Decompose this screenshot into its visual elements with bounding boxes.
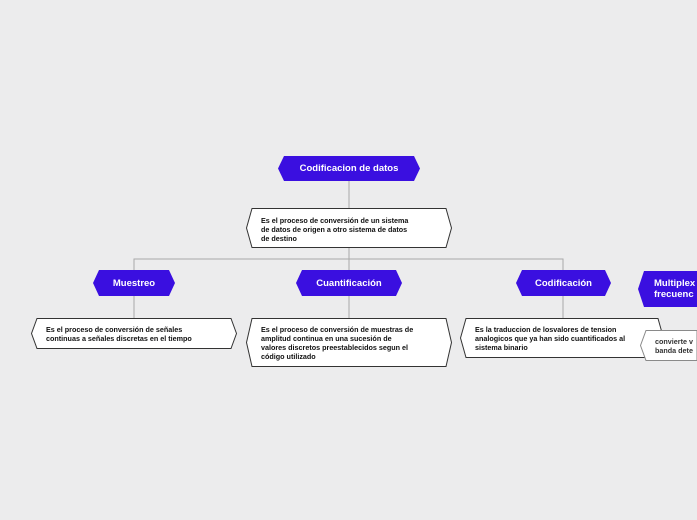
topic-cuantificacion-label: Cuantificación (316, 277, 382, 289)
muestreo-description-shape (30, 318, 238, 349)
topic-muestreo-shape (93, 270, 175, 296)
topic-multiplexacion-shape (638, 271, 697, 307)
topic-muestreo-label: Muestreo (112, 277, 156, 289)
topic-multiplexacion-label: Multiplex frecuenc (654, 278, 696, 300)
root-description-text: Es el proceso de conversión de un sistem… (261, 216, 409, 243)
root-topic-label: Codificacion de datos (299, 163, 399, 174)
topic-muestreo[interactable]: Muestreo (93, 270, 175, 296)
multiplexacion-description-box[interactable]: convierte v banda dete (639, 330, 697, 361)
cuantificacion-description-shape (245, 318, 453, 367)
muestreo-description-text: Es el proceso de conversión de señales c… (46, 325, 192, 343)
topic-codificacion-shape (516, 270, 611, 296)
topic-cuantificacion-shape (296, 270, 402, 296)
topic-codificacion-label: Codificación (534, 277, 592, 289)
muestreo-description-box[interactable]: Es el proceso de conversión de señales c… (30, 318, 238, 349)
topic-multiplexacion[interactable]: Multiplex frecuenc (638, 271, 697, 307)
cuantificacion-description-text: Es el proceso de conversión de muestras … (261, 325, 414, 361)
root-description-shape (245, 208, 453, 248)
topic-codificacion[interactable]: Codificación (516, 270, 611, 296)
codificacion-description-box[interactable]: Es la traduccion de losvalores de tensio… (459, 318, 665, 358)
root-description-box[interactable]: Es el proceso de conversión de un sistem… (245, 208, 453, 248)
connector-branch-bar (133, 258, 564, 270)
multiplexacion-description-text: convierte v banda dete (655, 337, 693, 355)
root-topic-shape (278, 156, 420, 181)
codificacion-description-text: Es la traduccion de losvalores de tensio… (475, 325, 626, 352)
cuantificacion-description-box[interactable]: Es el proceso de conversión de muestras … (245, 318, 453, 367)
multiplexacion-description-shape (639, 330, 697, 361)
topic-cuantificacion[interactable]: Cuantificación (296, 270, 402, 296)
root-topic[interactable]: Codificacion de datos (278, 156, 420, 181)
